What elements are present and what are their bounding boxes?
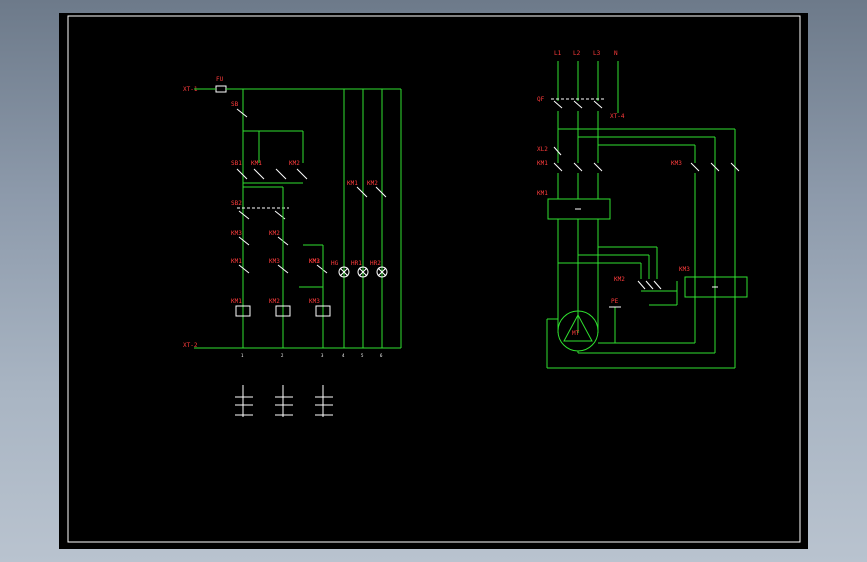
km3-interlock-a-label: KM3	[231, 230, 242, 237]
contact-reference-table-1	[235, 385, 253, 417]
contact-reference-table-3	[315, 385, 333, 417]
wire-number-6: 6	[380, 353, 383, 358]
km3-interlock-b-label: KM3	[269, 258, 280, 265]
km1-interlock-b-label: KM1	[231, 258, 242, 265]
coil-3-symbol	[315, 305, 331, 317]
coil-2-symbol	[275, 305, 291, 317]
terminal-label-bottom: XT-2	[183, 342, 198, 349]
lamp-contact-3-label: KM3	[309, 258, 320, 265]
wire-number-1: 1	[241, 353, 244, 358]
wire-number-5: 5	[361, 353, 364, 358]
coil-1-symbol	[235, 305, 251, 317]
phase-l3-label: L3	[593, 50, 601, 57]
wire-number-3: 3	[321, 353, 324, 358]
power-circuit: L1 L2 L3 N QF XT-4 XL2 KM1	[537, 50, 748, 369]
phase-l2-label: L2	[573, 50, 581, 57]
wire-number-2: 2	[281, 353, 284, 358]
km2-interlock-b-label: KM2	[309, 258, 320, 265]
aux-km2-label: KM2	[289, 160, 300, 167]
contactor-1-label: KM1	[537, 160, 548, 167]
lamp-3-symbol	[376, 266, 388, 278]
lamp-1-label: HG	[331, 260, 339, 267]
contact-reference-table-2	[275, 385, 293, 417]
contactor-1-coil-label: KM1	[537, 190, 548, 197]
terminal-label-top: XT-1	[183, 86, 198, 93]
schematic-drawing: XT-1 FU SB SB1 KM1 KM2 SB2	[67, 15, 801, 543]
terminal-xt4-label: XT-4	[610, 113, 625, 120]
coil-1-label: KM1	[231, 298, 242, 305]
fuse-label: FU	[216, 76, 224, 83]
contactor-2-label: KM2	[614, 276, 625, 283]
contactor-1-box	[547, 198, 611, 220]
lamp-contact-2-label: KM2	[367, 180, 378, 187]
motor-label: MT	[572, 330, 580, 337]
control-circuit: XT-1 FU SB SB1 KM1 KM2 SB2	[183, 76, 402, 417]
aux-km1-label: KM1	[251, 160, 262, 167]
lamp-contact-1-label: KM1	[347, 180, 358, 187]
coil-3-label: KM3	[309, 298, 320, 305]
start-switch-label: SB1	[231, 160, 242, 167]
wire-number-4: 4	[342, 353, 345, 358]
ground-label: PE	[611, 298, 619, 305]
contactor-3-coil-label: KM3	[679, 266, 690, 273]
neutral-label: N	[614, 50, 618, 57]
lamp-2-symbol	[357, 266, 369, 278]
sheet-border	[67, 15, 801, 543]
drawing-sheet: XT-1 FU SB SB1 KM1 KM2 SB2	[59, 13, 808, 549]
phase-l1-label: L1	[554, 50, 562, 57]
contactor-3-label: KM3	[671, 160, 682, 167]
fuse-symbol	[215, 85, 227, 93]
lamp-3-label: HR2	[370, 260, 381, 267]
lamp-2-label: HR1	[351, 260, 362, 267]
stop-switch-label: SB	[231, 101, 239, 108]
lamp-1-symbol	[338, 266, 350, 278]
breaker-label: QF	[537, 96, 545, 103]
coil-2-label: KM2	[269, 298, 280, 305]
switch-sb2-label: SB2	[231, 200, 242, 207]
contactor-3-box	[684, 276, 748, 298]
relay-label: XL2	[537, 146, 548, 153]
km2-interlock-a-label: KM2	[269, 230, 280, 237]
